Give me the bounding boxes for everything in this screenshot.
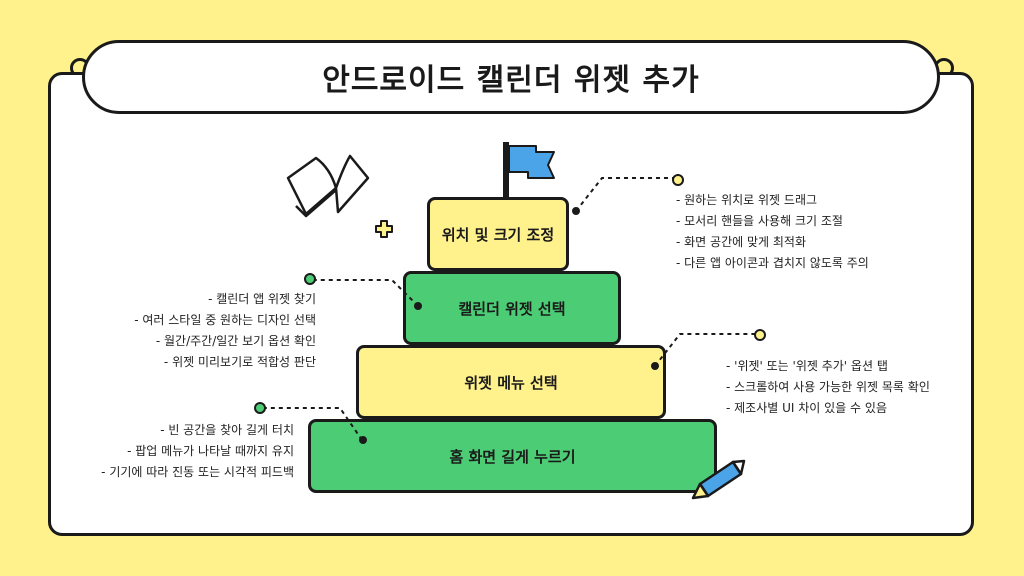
step-position-size: 위치 및 크기 조정 bbox=[427, 197, 569, 271]
pencil-icon bbox=[691, 459, 746, 500]
note-item: - '위젯' 또는 '위젯 추가' 옵션 탭 bbox=[726, 359, 888, 373]
marker-step3-end bbox=[754, 329, 766, 341]
step-label: 홈 화면 길게 누르기 bbox=[449, 447, 576, 466]
plus-icon bbox=[375, 220, 393, 238]
step-long-press: 홈 화면 길게 누르기 bbox=[308, 419, 717, 493]
step-label: 위젯 메뉴 선택 bbox=[464, 373, 558, 392]
note-item: - 모서리 핸들을 사용해 크기 조절 bbox=[676, 214, 843, 228]
marker-step1-end bbox=[672, 174, 684, 186]
notes-step1: - 원하는 위치로 위젯 드래그 - 모서리 핸들을 사용해 크기 조절 - 화… bbox=[676, 190, 869, 274]
step-select-widget: 캘린더 위젯 선택 bbox=[403, 271, 621, 345]
note-item: - 여러 스타일 중 원하는 디자인 선택 bbox=[134, 313, 316, 327]
note-item: - 제조사별 UI 차이 있을 수 있음 bbox=[726, 401, 887, 415]
note-item: - 월간/주간/일간 보기 옵션 확인 bbox=[155, 334, 316, 348]
note-item: - 다른 앱 아이콘과 겹치지 않도록 주의 bbox=[676, 256, 869, 270]
flag-icon bbox=[503, 142, 555, 198]
marker-step2-start bbox=[414, 302, 422, 310]
step-widget-menu: 위젯 메뉴 선택 bbox=[356, 345, 666, 419]
note-item: - 위젯 미리보기로 적합성 판단 bbox=[163, 355, 316, 369]
page-title: 안드로이드 캘린더 위젯 추가 bbox=[322, 63, 700, 98]
note-item: - 팝업 메뉴가 나타날 때까지 유지 bbox=[127, 444, 294, 458]
marker-step3-start bbox=[651, 362, 659, 370]
step-label: 위치 및 크기 조정 bbox=[441, 225, 555, 244]
marker-step2-end bbox=[304, 273, 316, 285]
title-banner: 안드로이드 캘린더 위젯 추가 bbox=[82, 40, 940, 114]
open-book-icon bbox=[286, 154, 370, 218]
connector-step1 bbox=[575, 177, 676, 212]
notes-step2: - 캘린더 앱 위젯 찾기 - 여러 스타일 중 원하는 디자인 선택 - 월간… bbox=[134, 289, 316, 373]
note-item: - 기기에 따라 진동 또는 시각적 피드백 bbox=[101, 465, 294, 479]
note-item: - 원하는 위치로 위젯 드래그 bbox=[676, 193, 818, 207]
notes-step4: - 빈 공간을 찾아 길게 터치 - 팝업 메뉴가 나타날 때까지 유지 - 기… bbox=[101, 420, 294, 483]
marker-step4-start bbox=[359, 436, 367, 444]
note-item: - 스크롤하여 사용 가능한 위젯 목록 확인 bbox=[726, 380, 930, 394]
note-item: - 캘린더 앱 위젯 찾기 bbox=[208, 292, 316, 306]
step-label: 캘린더 위젯 선택 bbox=[458, 299, 566, 318]
connector-step4 bbox=[262, 407, 363, 441]
connector-step2 bbox=[312, 279, 419, 307]
notes-step3: - '위젯' 또는 '위젯 추가' 옵션 탭 - 스크롤하여 사용 가능한 위젯… bbox=[726, 356, 930, 419]
marker-step1-start bbox=[572, 207, 580, 215]
marker-step4-end bbox=[254, 402, 266, 414]
connector-step3 bbox=[654, 333, 756, 367]
note-item: - 빈 공간을 찾아 길게 터치 bbox=[160, 423, 294, 437]
note-item: - 화면 공간에 맞게 최적화 bbox=[676, 235, 806, 249]
